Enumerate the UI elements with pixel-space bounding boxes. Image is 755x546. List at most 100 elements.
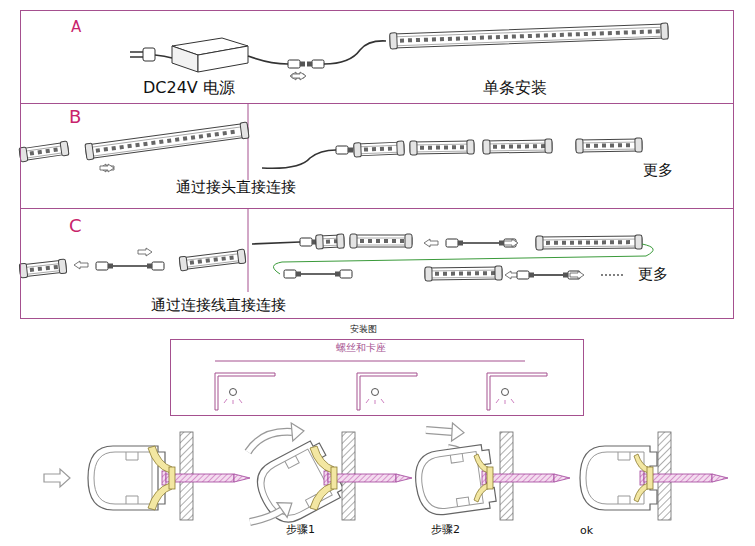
- led-chip: [509, 145, 513, 149]
- plug-prong: [130, 56, 143, 58]
- bar-body: [350, 235, 412, 247]
- clip-base: [331, 467, 337, 489]
- led-chip: [592, 32, 596, 36]
- end-cap: [635, 138, 642, 152]
- hint-stroke: [375, 400, 376, 404]
- led-chip: [448, 37, 452, 41]
- led-chip: [528, 34, 532, 38]
- end-cap: [576, 139, 583, 153]
- cable: [324, 41, 386, 64]
- plug: [517, 271, 534, 279]
- end-cap: [60, 141, 69, 156]
- led-chip: [483, 271, 487, 275]
- screw-head: [640, 471, 644, 485]
- led-chip: [207, 133, 212, 138]
- screw-point: [230, 389, 237, 396]
- part-label: DC24V 电源: [143, 79, 235, 97]
- mounting-clip: [474, 454, 493, 502]
- end-cap: [354, 143, 362, 157]
- plug-body: [336, 146, 348, 154]
- end-cap: [661, 23, 669, 39]
- led-chip: [435, 272, 439, 276]
- led-chip: [491, 271, 495, 275]
- led-chip: [175, 137, 180, 142]
- led-bar: [536, 235, 642, 250]
- hint-stroke: [239, 399, 242, 403]
- panel-divider: [248, 104, 249, 180]
- arrow-shape: [277, 496, 297, 518]
- led-bar: [350, 234, 412, 248]
- plug: [336, 146, 353, 154]
- led-chip: [640, 30, 644, 34]
- arrow-shape: [74, 261, 88, 269]
- led-chip: [554, 241, 558, 245]
- end-cap: [536, 236, 543, 250]
- curved-arrow-outline: [248, 432, 292, 452]
- led-chip: [190, 260, 194, 264]
- plug-body: [446, 239, 458, 247]
- screw-shaft: [328, 474, 396, 482]
- hint-stroke: [233, 400, 234, 404]
- hint-stroke: [496, 399, 499, 403]
- led-chip: [459, 272, 463, 276]
- plug-body: [340, 270, 352, 278]
- led-chip: [452, 145, 456, 149]
- plug: [335, 270, 352, 278]
- aluminium-profile: [412, 444, 497, 518]
- screw-head: [162, 471, 166, 485]
- mounting-clip: [310, 446, 337, 510]
- led-chip: [372, 147, 376, 151]
- direction-arrow: [504, 239, 518, 247]
- led-chip: [610, 143, 614, 147]
- cable: [262, 150, 336, 168]
- led-chip: [167, 138, 172, 143]
- bar-edge: [539, 239, 639, 241]
- led-chip: [38, 267, 42, 271]
- arrow-shape: [452, 423, 465, 442]
- hint-stroke: [511, 399, 514, 403]
- bar-edge: [539, 246, 639, 248]
- bar-edge: [486, 143, 549, 145]
- end-cap: [405, 234, 412, 248]
- led-chip: [648, 30, 652, 34]
- cable: [534, 274, 563, 276]
- arrow-shape: [291, 422, 305, 441]
- continuation-dot: [609, 274, 611, 276]
- led-chip: [488, 35, 492, 39]
- led-chip: [46, 266, 50, 270]
- led-chip: [119, 145, 124, 150]
- arrow-shape: [504, 239, 518, 247]
- bar-edge: [413, 151, 471, 153]
- bar-edge: [23, 145, 65, 151]
- direction-arrow: [138, 248, 152, 256]
- led-chip: [467, 271, 471, 275]
- led-chip: [388, 146, 392, 150]
- plug: [307, 60, 324, 68]
- curved-arrow-outline: [250, 510, 282, 522]
- adapter-side: [172, 46, 198, 72]
- led-chip: [594, 240, 598, 244]
- panel-letter: C: [69, 216, 82, 237]
- curved-arrow-fill: [250, 510, 282, 522]
- led-chip: [493, 145, 497, 149]
- more-label: 更多: [638, 266, 668, 283]
- led-chip: [30, 151, 35, 156]
- curved-arrow-fill: [248, 432, 292, 452]
- curved-arrow-outline: [426, 430, 452, 432]
- plug-body: [284, 270, 296, 278]
- plug-tip: [296, 272, 301, 277]
- led-bar: [179, 249, 246, 271]
- continuation-dot: [605, 274, 607, 276]
- led-chip: [104, 147, 109, 152]
- heading-rule: [215, 361, 525, 362]
- led-chip: [360, 239, 364, 243]
- cable: [155, 55, 172, 58]
- arrow-shape: [100, 164, 114, 172]
- mounting-surface: [357, 373, 417, 410]
- bar-edge: [24, 152, 66, 158]
- led-bar: [483, 139, 552, 154]
- end-cap: [179, 256, 188, 271]
- continuation-dot: [617, 274, 619, 276]
- led-chip: [504, 35, 508, 39]
- bar-edge: [183, 260, 242, 267]
